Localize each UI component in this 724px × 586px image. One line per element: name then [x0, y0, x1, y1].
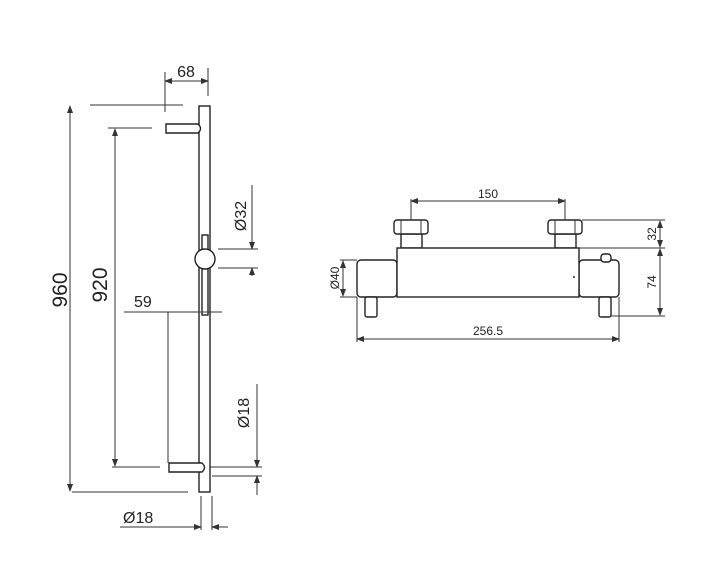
dim-nut-height: 32 [645, 227, 659, 241]
slider-knob [194, 248, 216, 270]
valve-body [396, 247, 580, 298]
right-inlet-neck [554, 233, 577, 249]
lower-bracket [168, 462, 206, 473]
right-nut [547, 219, 583, 235]
left-nut [393, 219, 429, 235]
control-knob [600, 253, 612, 263]
slider-bar [201, 234, 209, 316]
left-leg [364, 296, 378, 318]
dim-total-width: 256.5 [473, 324, 503, 338]
left-inlet-neck [400, 233, 423, 249]
dim-width: 68 [177, 64, 195, 81]
upper-bracket [165, 123, 202, 134]
dim-rail-diameter: Ø18 [123, 510, 153, 527]
right-cylinder [578, 259, 620, 298]
dim-bracket-diameter: Ø18 [236, 398, 253, 428]
dim-bracket-spacing: 920 [89, 267, 112, 302]
right-leg [598, 296, 612, 318]
thermostatic-bar-drawing: 150 32 74 Ø40 256.5 [328, 187, 665, 342]
slide-rail-drawing: 68 960 920 59 Ø32 Ø18 Ø18 [49, 64, 262, 530]
dim-body-height: 74 [645, 275, 659, 289]
dim-cylinder-diameter: Ø40 [328, 266, 342, 289]
left-cylinder [356, 259, 398, 298]
dim-slider-diameter: Ø32 [233, 201, 250, 231]
dim-total-height: 960 [49, 272, 72, 307]
dim-bracket-offset: 59 [134, 294, 152, 311]
dim-inlet-spacing: 150 [478, 187, 498, 201]
